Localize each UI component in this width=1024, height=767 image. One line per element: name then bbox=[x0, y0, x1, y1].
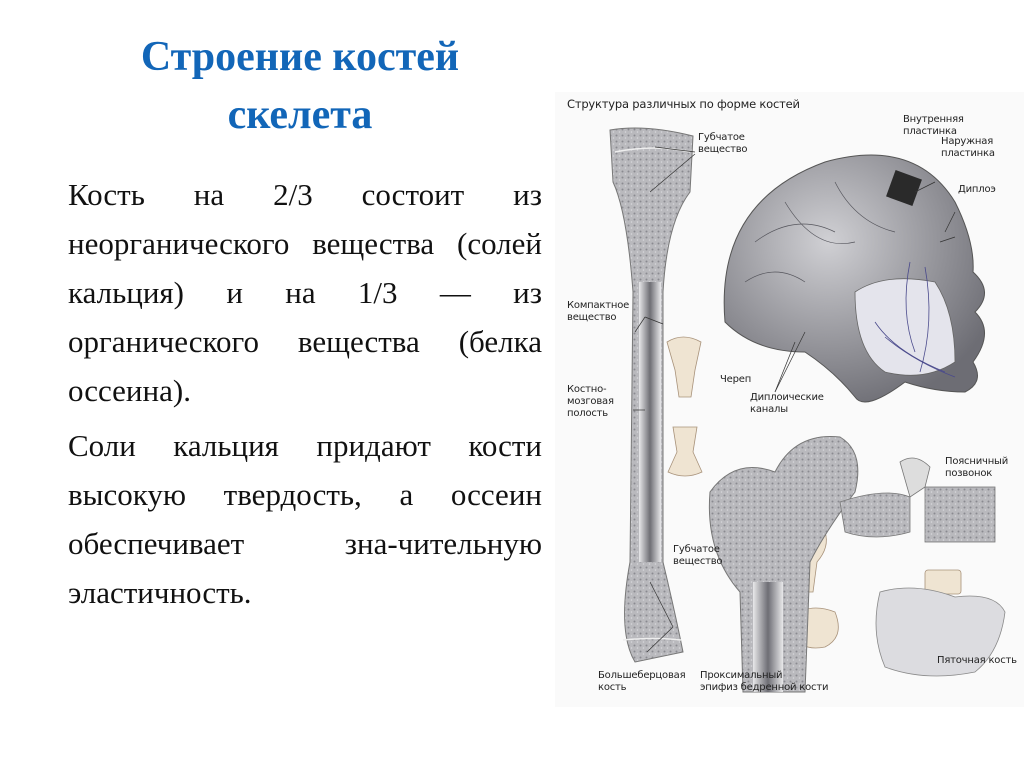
figure-title: Структура различных по форме костей bbox=[567, 97, 800, 111]
body-text: Кость на 2/3 состоит из неорганического … bbox=[68, 170, 542, 623]
label-diploic-canals: Диплоические каналы bbox=[750, 392, 824, 415]
label-spongy-top: Губчатое вещество bbox=[698, 132, 748, 155]
label-compact: Компактное вещество bbox=[567, 300, 630, 323]
bone-drawings bbox=[609, 127, 1006, 693]
label-lumbar-vertebra: Поясничный позвонок bbox=[945, 456, 1009, 479]
leader-lines bbox=[633, 146, 956, 653]
label-diploe: Диплоэ bbox=[958, 184, 996, 195]
lumbar-vertebra-drawing bbox=[839, 457, 996, 543]
label-spongy-bottom: Губчатое вещество bbox=[673, 544, 723, 567]
skull-drawing bbox=[723, 154, 985, 403]
label-outer-plate: Наружная пластинка bbox=[941, 136, 995, 159]
slide-title: Строение костей скелета bbox=[60, 28, 540, 144]
label-inner-plate: Внутренняя пластинка bbox=[903, 114, 964, 137]
paragraph-properties: Соли кальция придают кости высокую тверд… bbox=[68, 428, 542, 610]
label-tibia: Большеберцовая кость bbox=[598, 670, 686, 693]
paragraph-composition: Кость на 2/3 состоит из неорганического … bbox=[68, 177, 542, 408]
title-line-1: Строение костей bbox=[140, 34, 460, 80]
label-calcaneus: Пяточная кость bbox=[937, 655, 1017, 666]
tibia-drawing bbox=[609, 127, 694, 663]
label-marrow-cavity: Костно- мозговая полость bbox=[567, 384, 614, 419]
femur-drawing bbox=[708, 435, 859, 693]
title-line-2: скелета bbox=[227, 92, 373, 138]
label-femur-epiphysis: Проксимальный эпифиз бедренной кости bbox=[700, 670, 829, 693]
calcaneus-drawing bbox=[875, 587, 1006, 677]
label-skull: Череп bbox=[720, 374, 752, 385]
bone-structure-illustration: Структура различных по форме костей Губч… bbox=[555, 92, 1024, 707]
